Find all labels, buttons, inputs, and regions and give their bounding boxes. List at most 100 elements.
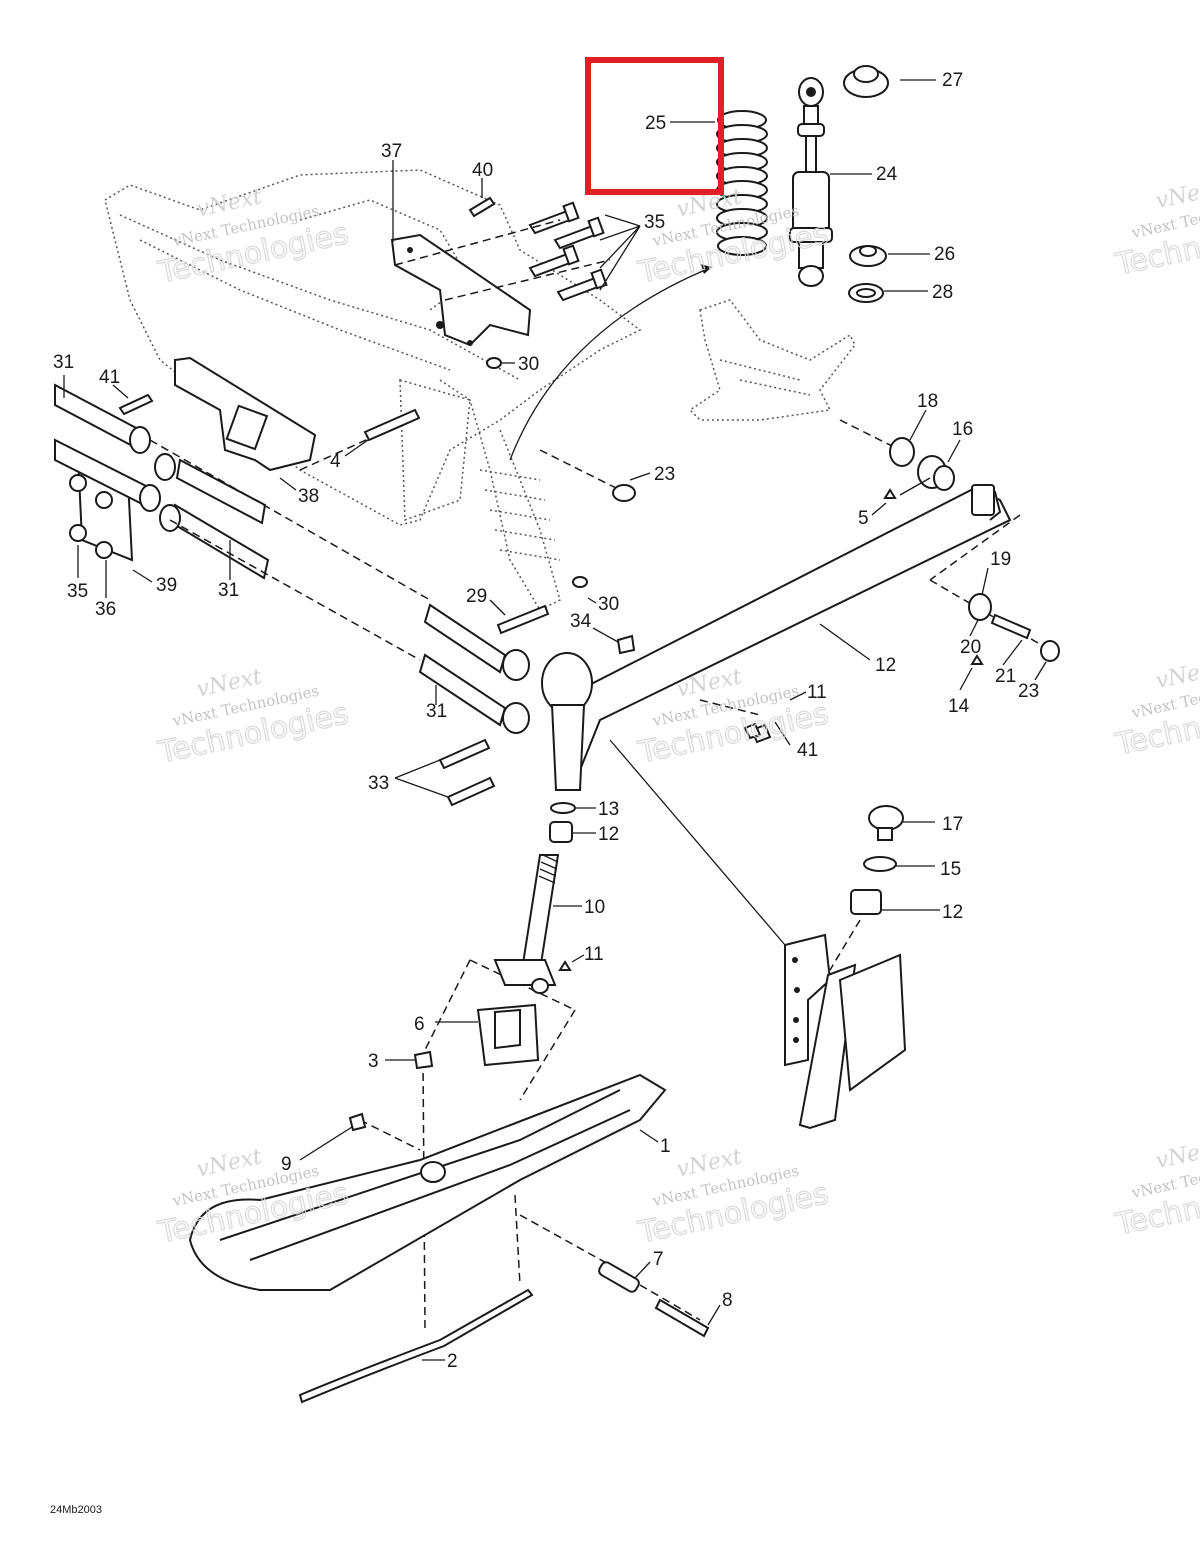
- callout-5: 5: [858, 508, 869, 529]
- callout-40: 41: [99, 367, 120, 388]
- highlight-box: [585, 57, 724, 195]
- washer-28: [848, 283, 884, 303]
- callout-22: 21: [995, 666, 1016, 687]
- callout-12a: 12: [598, 824, 619, 845]
- callout-30b: 30: [598, 594, 619, 615]
- nut-30: [486, 357, 502, 369]
- callout-10: 10: [584, 897, 605, 918]
- pin-7: [598, 1261, 640, 1293]
- callout-18: 16: [952, 419, 973, 440]
- runner-2: [298, 1288, 534, 1404]
- callout-34: 35: [644, 212, 665, 233]
- drawing-code: 24Mb2003: [50, 1504, 102, 1516]
- callout-35b: 36: [95, 599, 116, 620]
- callout-39: 40: [472, 160, 493, 181]
- plate-37: [174, 356, 317, 472]
- callout-26: 26: [934, 244, 955, 265]
- callout-14: 12: [875, 655, 896, 676]
- callout-3: 3: [368, 1051, 379, 1072]
- svg-text:vNext: vNext: [1154, 176, 1200, 214]
- bracket-36: [390, 233, 532, 347]
- bushing-12a: [549, 821, 573, 843]
- callout-6: 6: [414, 1014, 425, 1035]
- callout-labels: 25 27 24 26 28 37 40 35 31 41 30 4 38 39…: [53, 70, 1039, 1372]
- callout-20: 19: [990, 549, 1011, 570]
- nut-30b: [572, 576, 588, 588]
- callout-11a: 11: [807, 682, 827, 703]
- ski-1: [188, 1073, 667, 1291]
- callout-23a: 23: [654, 464, 675, 485]
- callout-7: 7: [653, 1249, 664, 1270]
- callout-25: 25: [645, 113, 666, 134]
- nut-33: [616, 634, 636, 655]
- bolt-29: [496, 604, 550, 635]
- grease-nipple-15: [970, 654, 984, 665]
- cap-23: [612, 484, 636, 502]
- leader-lines: [63, 79, 1047, 1361]
- bolt-8: [654, 1298, 710, 1338]
- callout-32: 33: [368, 773, 389, 794]
- washer-19: [889, 437, 915, 467]
- grease-fitting-41: [743, 722, 762, 740]
- callout-27: 27: [942, 70, 963, 91]
- pin-39: [468, 196, 496, 218]
- callout-12b: 12: [942, 902, 963, 923]
- bolt-32a: [438, 738, 491, 770]
- spindle-10: [520, 854, 560, 971]
- callout-41: 41: [797, 740, 818, 761]
- callout-37: 38: [298, 486, 319, 507]
- leg-assembly: [784, 933, 907, 1130]
- bolt-32b: [446, 776, 496, 807]
- nut-9: [348, 1112, 367, 1132]
- shock-absorber-24: [789, 77, 833, 287]
- frame-outline: [104, 169, 856, 611]
- callout-23b: 23: [1018, 681, 1039, 702]
- callout-8: 8: [722, 1290, 733, 1311]
- bushing-18: [917, 455, 955, 491]
- callout-29: 29: [466, 586, 487, 607]
- callout-33: 34: [570, 611, 592, 632]
- callout-35a: 35: [67, 581, 88, 602]
- washer-20: [968, 593, 992, 621]
- cup-washer-26: [849, 245, 887, 267]
- rubber-block-6: [476, 1003, 540, 1067]
- cup-washer-27: [843, 65, 889, 98]
- bushing-12b: [850, 889, 882, 915]
- watermark: vNext vNext Technologies Technologies vN…: [154, 176, 1200, 1251]
- tubes-31: [54, 383, 530, 734]
- callout-38: 39: [156, 575, 177, 596]
- callout-30a: 30: [518, 354, 539, 375]
- bolt-22: [990, 613, 1032, 640]
- cap-23b: [1040, 640, 1060, 662]
- callout-2: 2: [447, 1351, 458, 1372]
- callout-31a: 31: [53, 352, 74, 373]
- grease-nipple-5: [883, 488, 897, 499]
- callout-16: 15: [940, 859, 961, 880]
- callout-9: 9: [281, 1154, 292, 1175]
- spring-25: [716, 110, 768, 256]
- bolt-4: [363, 408, 421, 442]
- cap-17: [868, 805, 904, 841]
- callout-13: 13: [598, 799, 619, 820]
- callout-31c: 31: [426, 701, 447, 722]
- spindle-bracket: [493, 959, 557, 994]
- callout-24: 24: [876, 164, 898, 185]
- nut-3: [413, 1050, 434, 1070]
- callout-21: 20: [960, 637, 981, 658]
- callout-36: 37: [381, 141, 402, 162]
- callout-15: 14: [948, 696, 970, 717]
- callout-28: 28: [932, 282, 953, 303]
- callout-17: 17: [942, 814, 963, 835]
- callout-11b: 11: [584, 944, 604, 965]
- spindle-housing: [541, 652, 593, 791]
- grease-nipple-11: [558, 960, 572, 971]
- bolts-34: [528, 201, 608, 302]
- svg-text:vNext: vNext: [1154, 656, 1200, 694]
- svg-text:vNext: vNext: [1154, 1136, 1200, 1174]
- screw-40: [118, 393, 154, 416]
- ring-16: [863, 856, 897, 872]
- callout-19: 18: [917, 391, 938, 412]
- callout-4: 4: [330, 451, 341, 472]
- callout-31b: 31: [218, 580, 239, 601]
